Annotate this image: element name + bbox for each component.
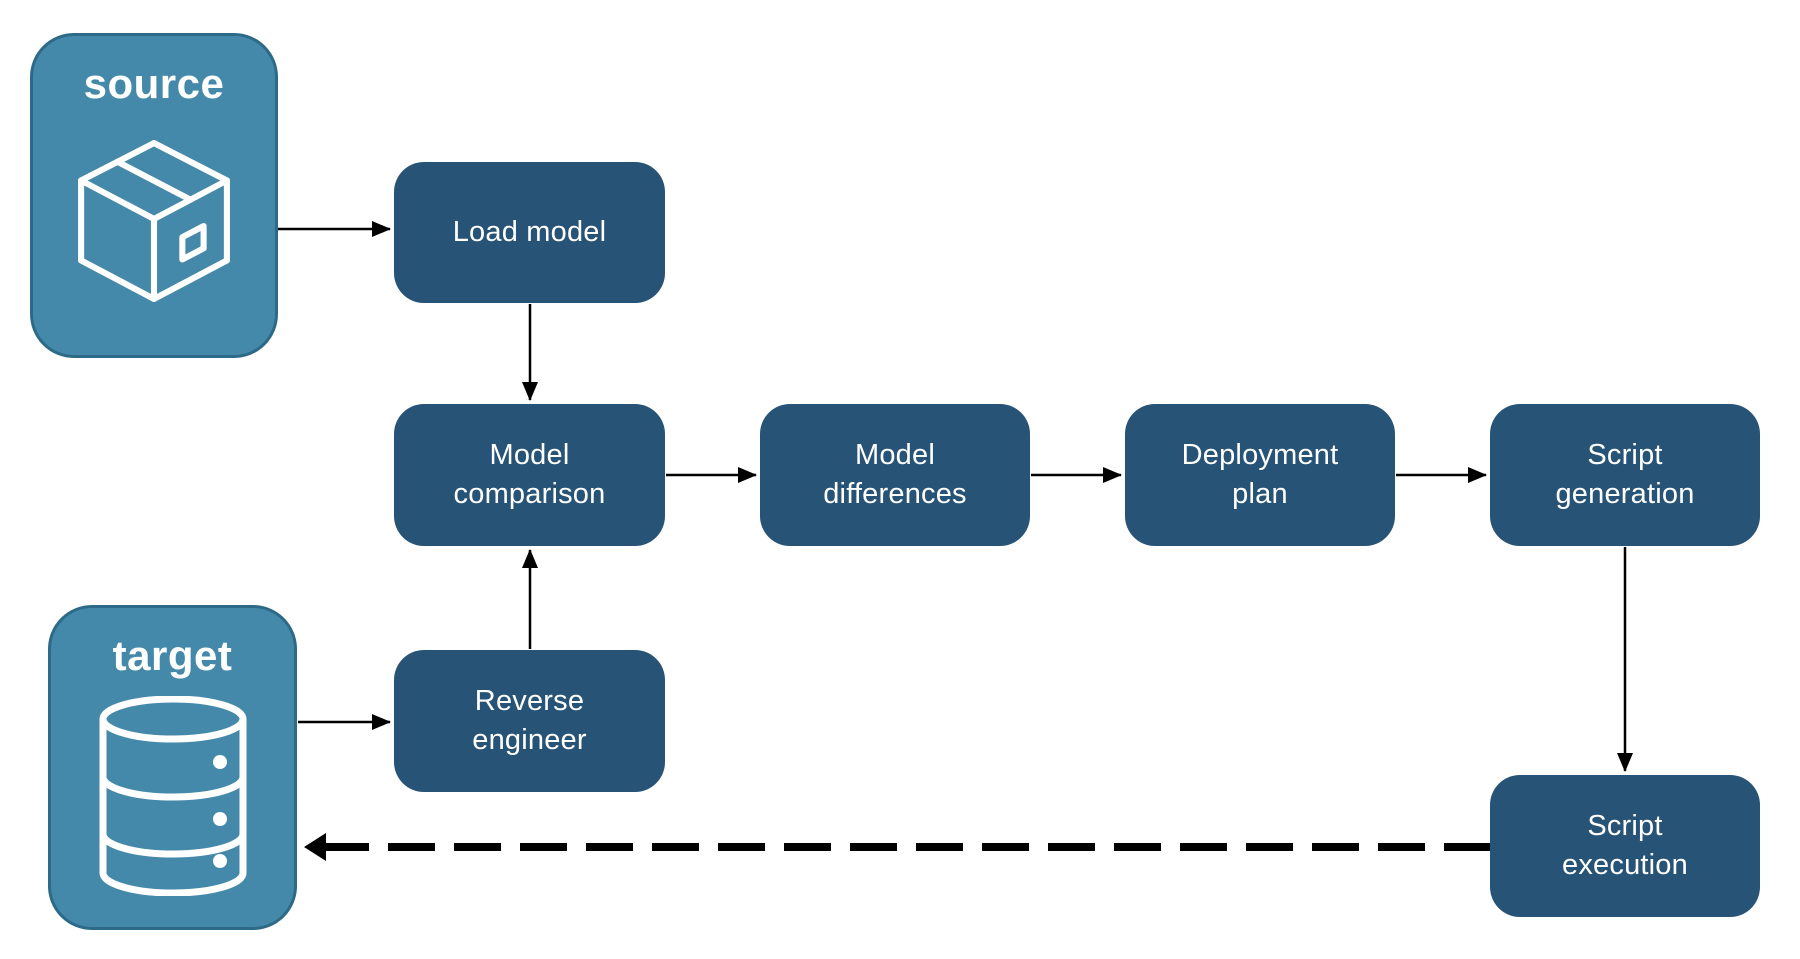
- entity-target-label: target: [112, 632, 233, 679]
- node-load-model-label: Load model: [452, 216, 607, 249]
- node-model-comparison: Model comparison: [394, 404, 665, 546]
- node-model-comparison-label: Model comparison: [453, 439, 606, 510]
- entity-target: target: [48, 605, 297, 930]
- node-load-model: Load model: [394, 162, 665, 303]
- node-deployment-plan: Deployment plan: [1125, 404, 1395, 546]
- entity-source-label: source: [83, 60, 225, 107]
- node-reverse-engineer-label: Reverse engineer: [472, 685, 587, 756]
- entity-source: source: [30, 33, 278, 358]
- node-deployment-plan-label: Deployment plan: [1181, 439, 1339, 510]
- node-model-differences: Model differences: [760, 404, 1030, 546]
- node-model-differences-label: Model differences: [823, 439, 967, 510]
- database-icon: [99, 696, 246, 896]
- node-reverse-engineer: Reverse engineer: [394, 650, 665, 792]
- node-script-execution-label: Script execution: [1562, 810, 1688, 881]
- node-script-generation-label: Script generation: [1555, 439, 1695, 510]
- node-script-generation: Script generation: [1490, 404, 1760, 546]
- node-script-execution: Script execution: [1490, 775, 1760, 917]
- package-icon: [78, 140, 230, 302]
